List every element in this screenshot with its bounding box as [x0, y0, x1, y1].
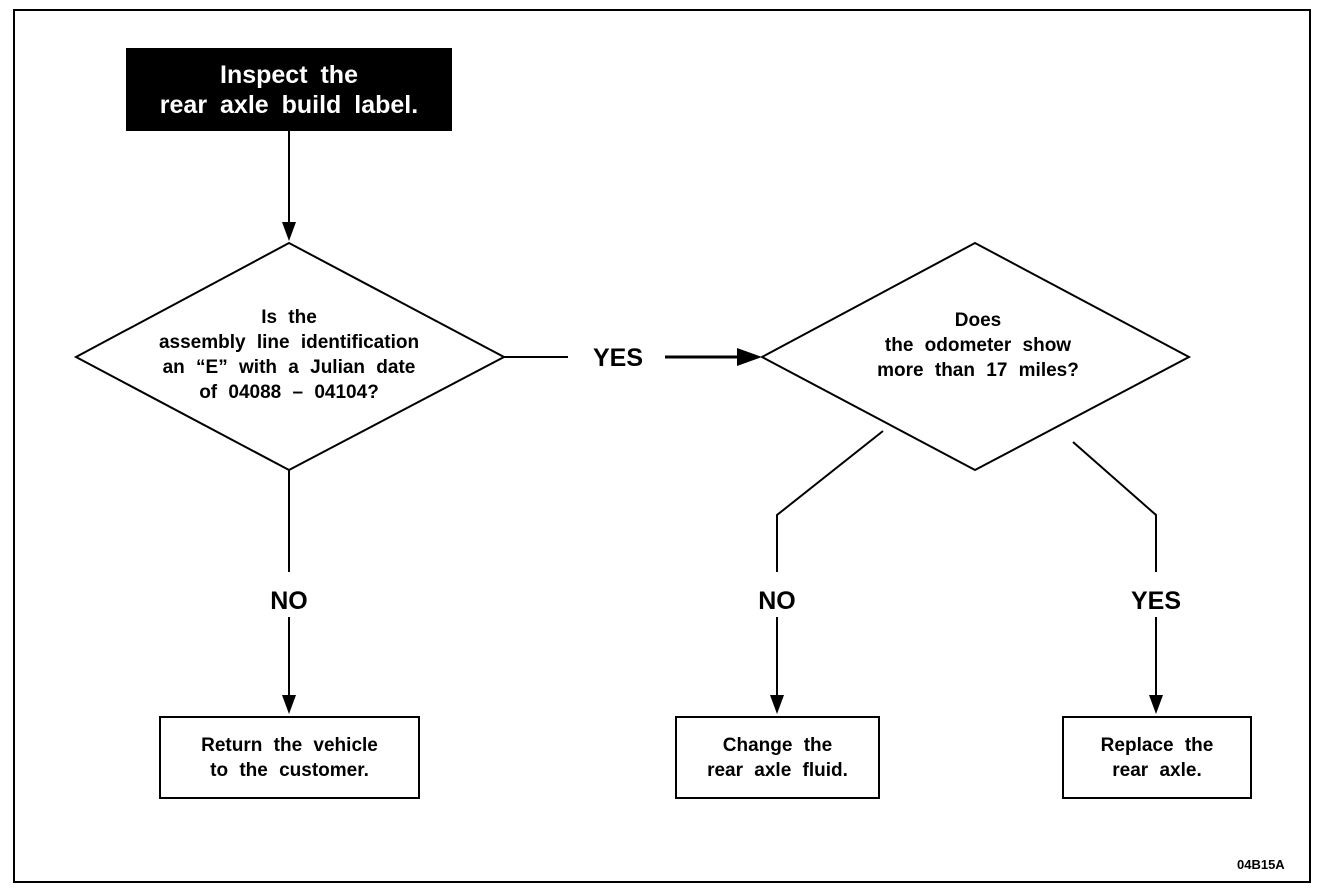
arrowhead-decision1	[282, 222, 296, 241]
decision2-diamond	[759, 241, 1192, 472]
decision1-yes-label: YES	[578, 343, 658, 373]
replace-line-2: rear axle.	[1112, 759, 1202, 781]
decision2-yes-label: YES	[1116, 586, 1196, 616]
decision1-line-4: of 04088 – 04104?	[199, 382, 379, 403]
decision2-line-3: more than 17 miles?	[877, 360, 1079, 381]
outcome-return-box: Return the vehicle to the customer.	[159, 716, 420, 799]
change-line-2: rear axle fluid.	[707, 759, 848, 781]
decision2-line-1: Does	[954, 310, 1002, 331]
decision1-no-label: NO	[254, 586, 324, 616]
decision1-line-1: Is the	[261, 307, 317, 328]
replace-line-1: Replace the	[1100, 734, 1214, 756]
connector-d2-no-upper	[776, 430, 884, 572]
return-line-1: Return the vehicle	[201, 734, 378, 756]
decision1-line-2: assembly line identification	[158, 332, 420, 353]
start-box: Inspect the rear axle build label.	[126, 48, 452, 131]
outcome-replace-box: Replace the rear axle.	[1062, 716, 1252, 799]
start-line-1: Inspect the	[220, 60, 358, 89]
decision2-line-2: the odometer show	[884, 335, 1072, 356]
outcome-change-box: Change the rear axle fluid.	[675, 716, 880, 799]
arrowhead-replace	[1149, 695, 1163, 714]
figure-code: 04B15A	[1237, 857, 1285, 872]
figure-frame	[13, 9, 1311, 883]
decision2-text: Does the odometer show more than 17 mile…	[838, 308, 1118, 383]
arrowhead-decision2	[737, 348, 762, 366]
decision1-text: Is the assembly line identification an “…	[116, 305, 462, 405]
connector-d2-yes-upper	[1072, 441, 1157, 572]
decision2-no-label: NO	[742, 586, 812, 616]
return-line-2: to the customer.	[210, 759, 369, 781]
start-line-2: rear axle build label.	[159, 90, 419, 119]
arrowhead-return	[282, 695, 296, 714]
decision1-line-3: an “E” with a Julian date	[162, 357, 416, 378]
change-line-1: Change the	[722, 734, 833, 756]
arrowhead-change	[770, 695, 784, 714]
